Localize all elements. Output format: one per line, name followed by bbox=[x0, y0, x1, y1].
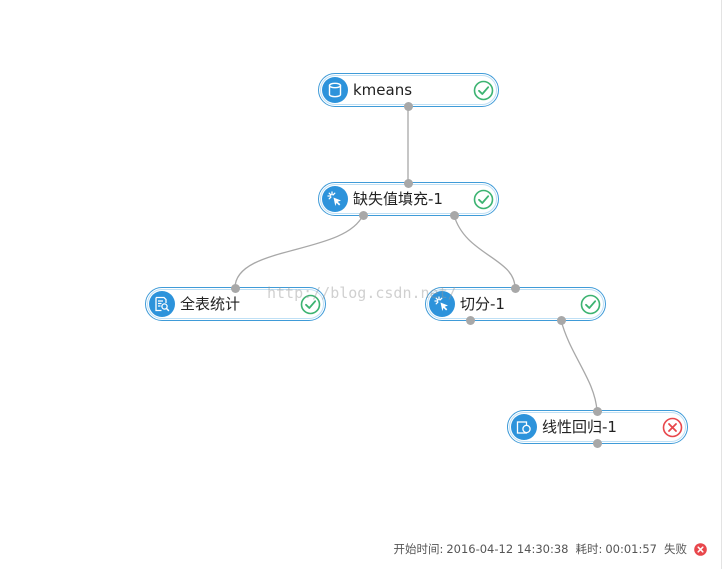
output-port[interactable] bbox=[556, 315, 566, 325]
output-port[interactable] bbox=[403, 101, 413, 111]
regression-icon bbox=[511, 414, 537, 440]
start-time-label: 开始时间: bbox=[393, 542, 444, 556]
node-split[interactable]: 切分-1 bbox=[425, 287, 606, 321]
panel-divider bbox=[721, 0, 722, 569]
success-check-icon bbox=[579, 293, 601, 315]
run-result: 失败 bbox=[664, 542, 687, 556]
duration-label: 耗时: bbox=[575, 542, 603, 556]
node-linear-regression[interactable]: 线性回归-1 bbox=[507, 410, 688, 444]
node-label: 全表统计 bbox=[180, 295, 241, 313]
edge-fill-split bbox=[453, 214, 516, 289]
failed-x-icon bbox=[661, 416, 683, 438]
output-port[interactable] bbox=[449, 210, 459, 220]
cursor-click-icon bbox=[322, 186, 348, 212]
edge-fill-stats bbox=[234, 214, 364, 289]
success-check-icon bbox=[472, 188, 494, 210]
input-port[interactable] bbox=[592, 406, 602, 416]
input-port[interactable] bbox=[230, 283, 240, 293]
cursor-click-icon bbox=[429, 291, 455, 317]
node-label: 缺失值填充-1 bbox=[353, 190, 443, 208]
node-label: 切分-1 bbox=[460, 295, 505, 313]
edge-split-regression bbox=[560, 319, 598, 412]
input-port[interactable] bbox=[403, 178, 413, 188]
start-time-value: 2016-04-12 14:30:38 bbox=[446, 542, 569, 556]
output-port[interactable] bbox=[358, 210, 368, 220]
run-status-bar: 开始时间: 2016-04-12 14:30:38 耗时: 00:01:57 失… bbox=[0, 539, 707, 559]
success-check-icon bbox=[472, 79, 494, 101]
node-label: 线性回归-1 bbox=[542, 418, 617, 436]
input-port[interactable] bbox=[510, 283, 520, 293]
table-search-icon bbox=[149, 291, 175, 317]
success-check-icon bbox=[299, 293, 321, 315]
node-missing-value-fill[interactable]: 缺失值填充-1 bbox=[318, 182, 499, 216]
node-kmeans[interactable]: kmeans bbox=[318, 73, 499, 107]
duration-value: 00:01:57 bbox=[605, 542, 657, 556]
output-port[interactable] bbox=[465, 315, 475, 325]
database-icon bbox=[322, 77, 348, 103]
node-label: kmeans bbox=[353, 81, 413, 99]
output-port[interactable] bbox=[592, 438, 602, 448]
failed-circle-icon bbox=[694, 542, 707, 556]
